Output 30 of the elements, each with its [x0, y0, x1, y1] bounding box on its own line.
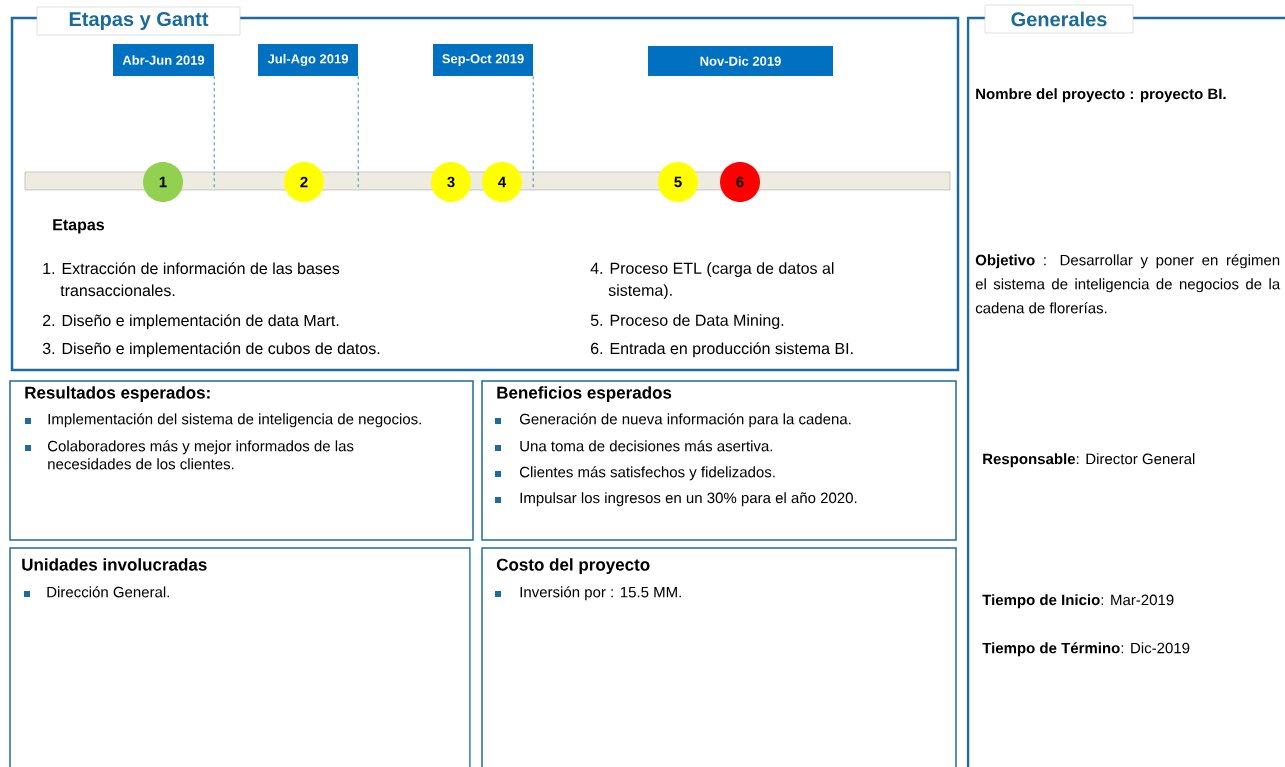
info-text: Tiempo de Inicio: Mar-2019 [982, 594, 1174, 609]
date-box: Abr-Jun 2019 [113, 44, 214, 76]
list-item: 4. Proceso ETL (carga de datos al sistema). [590, 262, 834, 300]
info-text: Tiempo de Término: Dic-2019 [982, 642, 1190, 657]
bullet-item: Generación de nueva información para la cadena. [495, 413, 851, 428]
info-text: Objetivo : Desarrollar y poner en régimen el sistema de inteligencia de negocios de la cadena de florerías. [975, 254, 1281, 314]
list-item: 5. Proceso de Data Mining. [590, 314, 784, 330]
panel-heading: Resultados esperados: [25, 386, 210, 403]
bullet-item: Una toma de decisiones más asertiva. [495, 440, 773, 452]
list-item: 2. Diseño e implementación de data Mart. [43, 314, 339, 330]
date-box: Sep-Oct 2019 [433, 44, 533, 76]
bullet-item: Implementación del sistema de inteligencia de negocios. [25, 413, 421, 428]
date-box: Nov-Dic 2019 [648, 46, 833, 76]
bullet-item: Inversión por : 15.5 MM. [495, 586, 681, 601]
bullet-item: Dirección General. [24, 586, 169, 598]
bullet-item: Colaboradores más y mejor informados de las necesidades de los clientes. [25, 440, 354, 470]
list-item: 6. Entrada en producción sistema BI. [591, 342, 853, 358]
panel-heading: Beneficios esperados [497, 386, 672, 403]
section-heading: Etapas [53, 219, 104, 234]
info-text: Nombre del proyecto : proyecto BI. [976, 88, 1226, 103]
list-item: 1. Extracción de información de las bases transaccionales. [43, 262, 340, 297]
date-box: Jul-Ago 2019 [258, 44, 358, 76]
panel-heading: Costo del proyecto [496, 558, 650, 575]
panel-heading: Unidades involucradas [22, 558, 207, 571]
bullet-item: Impulsar los ingresos en un 30% para el año 2020. [495, 492, 857, 507]
info-text: Responsable: Director General [983, 453, 1195, 468]
list-item: 3. Diseño e implementación de cubos de datos. [42, 342, 380, 358]
panel-title: Etapas y Gantt [36, 6, 241, 36]
panel-title: Generales [984, 4, 1134, 34]
bullet-item: Clientes más satisfechos y fidelizados. [495, 466, 775, 481]
